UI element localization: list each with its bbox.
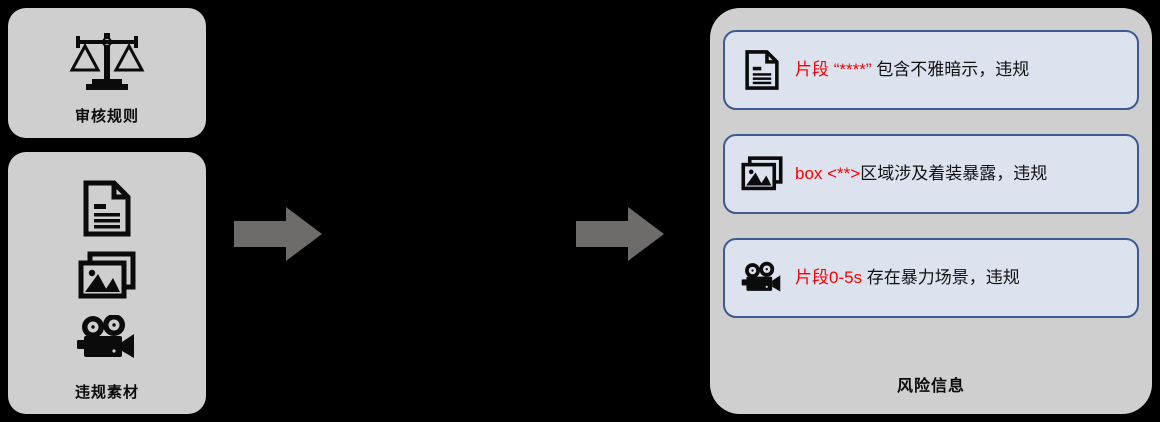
risk-card-message: box <**>区域涉及着装暴露，违规	[795, 163, 1048, 184]
risk-card-highlight: box <**>	[795, 163, 861, 183]
movie-camera-icon	[741, 255, 783, 301]
risk-card-list: 片段 “****” 包含不雅暗示，违规 box <**>区域涉及着装暴露，违规	[723, 30, 1139, 318]
risk-card-message: 片段0-5s 存在暴力场景，违规	[795, 267, 1020, 288]
audit-rules-panel: 审核规则	[8, 8, 206, 138]
risk-card-text-violation[interactable]: 片段 “****” 包含不雅暗示，违规	[723, 30, 1139, 110]
risk-information-panel: 片段 “****” 包含不雅暗示，违规 box <**>区域涉及着装暴露，违规	[710, 8, 1152, 414]
flow-arrow-2-icon	[576, 205, 664, 263]
audit-rules-icon-stack	[68, 8, 146, 109]
risk-card-highlight: 片段0-5s	[795, 267, 863, 287]
audit-rules-panel-content: 审核规则	[8, 8, 206, 138]
movie-camera-icon	[76, 315, 138, 361]
risk-card-rest: 存在暴力场景，违规	[862, 267, 1020, 287]
risk-card-rest: 区域涉及着装暴露，违规	[860, 163, 1048, 183]
risk-card-image-violation[interactable]: box <**>区域涉及着装暴露，违规	[723, 134, 1139, 214]
violating-assets-label: 违规素材	[74, 384, 139, 401]
risk-card-rest: 包含不雅暗示，违规	[871, 59, 1030, 79]
risk-information-label: 风险信息	[896, 378, 965, 395]
photo-stack-icon	[741, 151, 783, 197]
violating-assets-panel-content: 违规素材	[8, 152, 206, 414]
document-icon	[741, 47, 783, 93]
risk-card-message: 片段 “****” 包含不雅暗示，违规	[795, 59, 1030, 80]
photo-stack-icon	[78, 251, 136, 301]
violating-assets-icon-stack	[76, 152, 138, 385]
balance-scale-icon	[68, 30, 146, 92]
audit-rules-label: 审核规则	[74, 108, 139, 125]
risk-card-highlight: 片段 “****”	[795, 59, 872, 79]
violating-assets-panel: 违规素材	[8, 152, 206, 414]
document-icon	[83, 180, 131, 237]
risk-card-video-violation[interactable]: 片段0-5s 存在暴力场景，违规	[723, 238, 1139, 318]
flow-arrow-1-icon	[234, 205, 322, 263]
